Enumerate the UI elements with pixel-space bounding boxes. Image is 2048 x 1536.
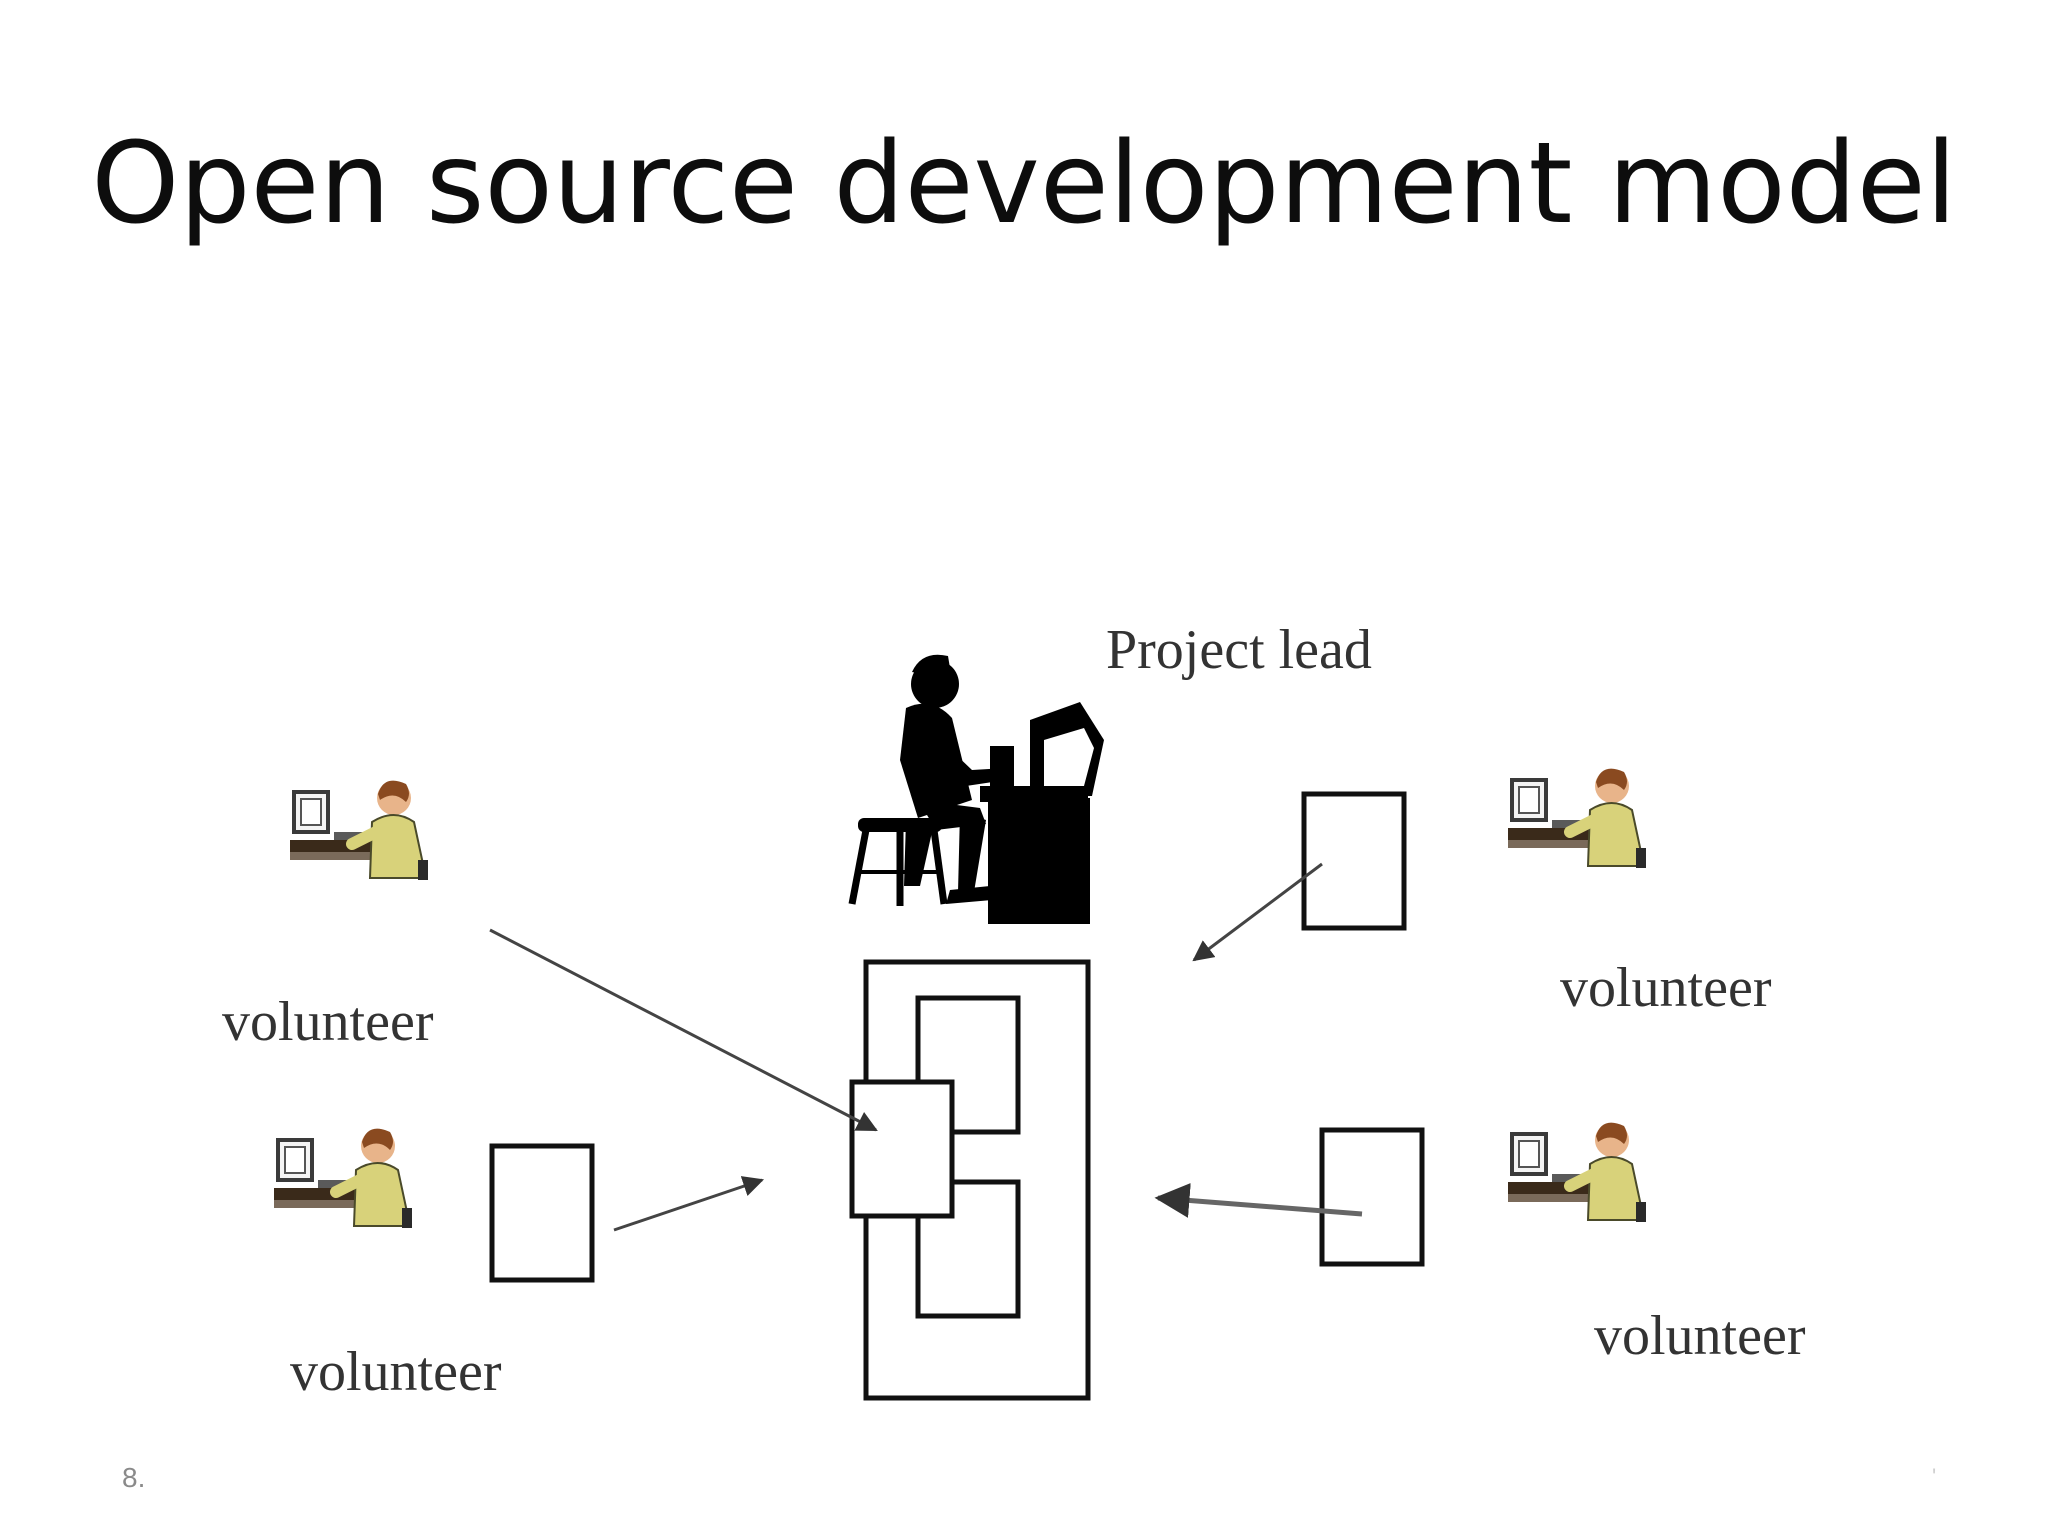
volunteer-label-top-left: volunteer bbox=[222, 991, 434, 1053]
volunteer-icon-bottom-right bbox=[1508, 1123, 1646, 1222]
arrow-icon bbox=[1154, 1183, 1363, 1218]
arrow-icon bbox=[613, 1176, 764, 1232]
arrow-icon bbox=[1192, 862, 1323, 962]
project-lead-icon bbox=[848, 654, 1104, 924]
volunteer-label-bottom-left: volunteer bbox=[290, 1341, 502, 1403]
volunteer-icon-bottom-left bbox=[274, 1129, 412, 1228]
slide-title: Open source development model bbox=[91, 119, 1957, 249]
slide-number: 8. bbox=[122, 1462, 146, 1493]
project-lead-label: Project lead bbox=[1106, 619, 1372, 681]
document-icon-top-right bbox=[1304, 794, 1404, 928]
volunteer-icon-top-right bbox=[1508, 769, 1646, 868]
volunteer-label-bottom-right: volunteer bbox=[1594, 1305, 1806, 1367]
central-repository bbox=[849, 959, 1091, 1401]
volunteer-icon-top-left bbox=[290, 781, 428, 880]
document-icon-bottom-right bbox=[1322, 1130, 1422, 1264]
volunteer-label-top-right: volunteer bbox=[1560, 957, 1772, 1019]
arrow-icon bbox=[489, 928, 878, 1132]
document-icon-bottom-left bbox=[492, 1146, 592, 1280]
corner-mark: ' bbox=[1932, 1464, 1937, 1489]
